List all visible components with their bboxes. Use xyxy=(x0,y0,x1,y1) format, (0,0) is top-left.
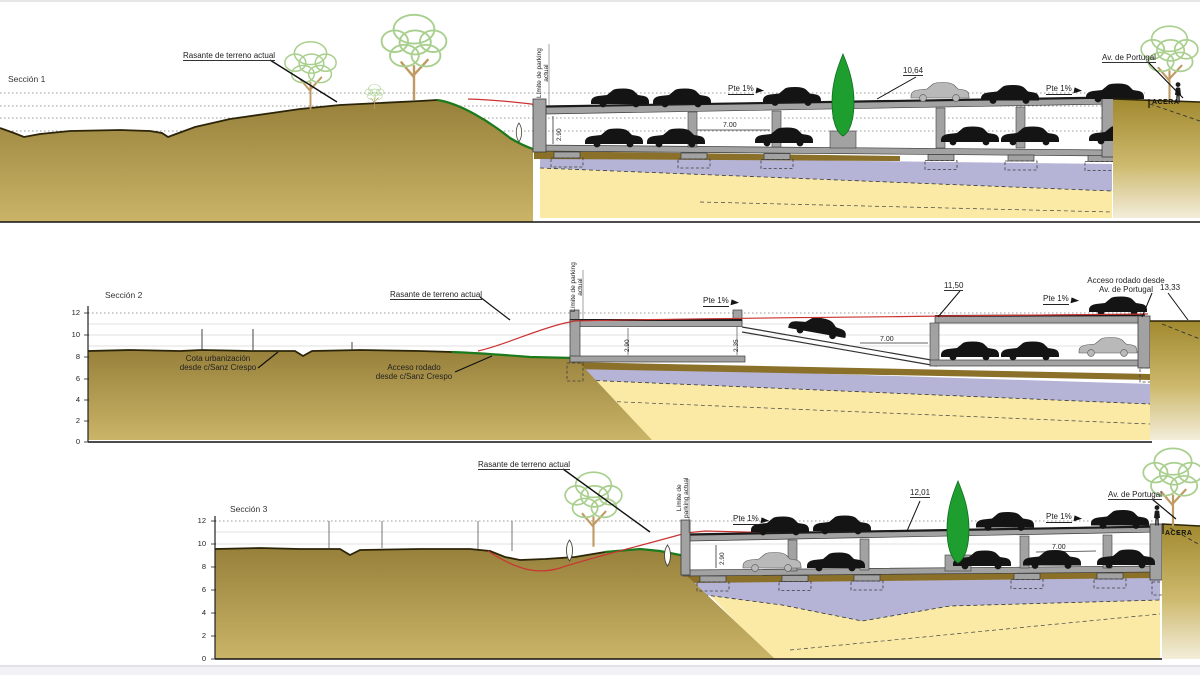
bush-icon xyxy=(566,539,573,562)
axis-label: 2 xyxy=(75,416,80,425)
section1-dim-height: 2.90 xyxy=(556,128,563,141)
section3-leader-lines xyxy=(562,468,1177,533)
slope-arrow-icon xyxy=(730,299,740,307)
axis-label: 12 xyxy=(197,516,206,525)
section2-title: Sección 2 xyxy=(105,290,143,300)
section1-title: Sección 1 xyxy=(8,74,46,84)
section2-axis xyxy=(84,306,1152,443)
slope-arrow-icon xyxy=(1070,297,1080,305)
section3-dim-height: 2.90 xyxy=(719,552,726,565)
sheet-bottom-strip xyxy=(0,667,1200,675)
section2-limite-label: Límite de parking actual xyxy=(570,262,584,312)
car-icon xyxy=(1078,337,1138,357)
section1-pte-right: Pte 1% xyxy=(1046,84,1083,95)
section1-dim-top: 10,64 xyxy=(903,66,924,76)
parking-structure xyxy=(532,96,1118,171)
section1-limite-label: Límite de parking actual xyxy=(536,48,550,98)
sub-slab-soil xyxy=(570,362,1150,380)
section2-rasante-label: Rasante de terreno actual xyxy=(390,290,483,300)
parking-structure xyxy=(566,309,1155,383)
new-ground-line xyxy=(436,98,534,151)
right-ground xyxy=(1150,320,1200,440)
access-ramp xyxy=(741,326,938,362)
axis-label: 10 xyxy=(197,539,206,548)
axis-label: 4 xyxy=(75,395,80,404)
axis-label: 6 xyxy=(201,585,206,594)
section2-drawing xyxy=(84,270,1200,443)
slope-arrow-icon xyxy=(1073,87,1083,95)
section2-leader-lines xyxy=(257,270,1189,373)
axis-label: 4 xyxy=(201,608,206,617)
axis-label: 8 xyxy=(201,562,206,571)
section3-av-portugal-label: Av. de Portugal xyxy=(1108,490,1162,500)
section1-dim-span: 7.00 xyxy=(723,122,737,129)
fill-zone xyxy=(540,166,1112,218)
section1-rasante-label: Rasante de terreno actual xyxy=(183,51,276,61)
boundary-posts xyxy=(328,521,513,551)
boundary-posts xyxy=(201,329,353,350)
section2-gridlines xyxy=(88,323,1148,347)
section3-rasante-label: Rasante de terreno actual xyxy=(478,460,571,470)
section1-acera-label: ACERA xyxy=(1152,99,1180,106)
slope-arrow-icon xyxy=(1073,515,1083,523)
car-icon xyxy=(910,82,970,102)
bush-icon xyxy=(664,544,671,567)
axis-label: 10 xyxy=(71,330,80,339)
section2-pte-left: Pte 1% xyxy=(703,296,740,307)
section1-drawing xyxy=(0,13,1200,223)
section3-drawing xyxy=(211,447,1200,660)
soil-improvement-zone xyxy=(690,577,1160,621)
slope-arrow-icon xyxy=(755,87,765,95)
section2-dim-h2: 2.35 xyxy=(733,339,740,352)
section3-pte-right: Pte 1% xyxy=(1046,512,1083,523)
section1-pte-left: Pte 1% xyxy=(728,84,765,95)
section3-axis xyxy=(211,516,1162,660)
section1-av-portugal-label: Av. de Portugal xyxy=(1102,53,1156,63)
right-ground xyxy=(1161,523,1200,659)
soil-improvement-zone xyxy=(578,366,1150,404)
section3-limite-label: Límite de parking actual xyxy=(676,477,690,518)
section3-title: Sección 3 xyxy=(230,504,268,514)
section3-pte-left: Pte 1% xyxy=(733,514,770,525)
axis-label: 2 xyxy=(201,631,206,640)
rasante-line xyxy=(477,313,1149,352)
terrain xyxy=(0,100,533,222)
section2-acceso-portugal-label: Acceso rodado desde Av. de Portugal xyxy=(1087,276,1165,294)
new-ground-line xyxy=(451,350,576,360)
axis-label: 0 xyxy=(75,437,80,446)
section3-dim-top: 12,01 xyxy=(910,488,931,498)
section3-acera-label: ACERA xyxy=(1165,530,1193,537)
bush-icon xyxy=(515,122,523,143)
right-ground xyxy=(1112,98,1200,218)
terrain xyxy=(215,548,775,659)
axis-label: 8 xyxy=(75,352,80,361)
axis-label: 12 xyxy=(71,308,80,317)
soil-improvement-zone xyxy=(540,157,1112,191)
slope-arrow-icon xyxy=(760,517,770,525)
section2-dim-right: 13,33 xyxy=(1160,283,1181,292)
section1-leader-lines xyxy=(269,44,1184,106)
sub-slab-soil xyxy=(534,151,900,161)
axis-label: 6 xyxy=(75,374,80,383)
section2-dim-top: 11,50 xyxy=(944,281,964,291)
rasante-line xyxy=(487,530,911,572)
section3-dim-span: 7.00 xyxy=(1052,544,1066,551)
section2-dim-span: 7.00 xyxy=(880,336,894,343)
person-icon xyxy=(1154,505,1160,526)
section2-dim-h1: 2.90 xyxy=(624,339,631,352)
section2-pte-right: Pte 1% xyxy=(1043,294,1080,305)
section2-acceso-sanz-label: Acceso rodado desde c/Sanz Crespo xyxy=(375,363,453,381)
section2-cota-label: Cota urbanización desde c/Sanz Crespo xyxy=(179,354,257,372)
axis-label: 0 xyxy=(201,654,206,663)
terrain xyxy=(88,350,652,440)
